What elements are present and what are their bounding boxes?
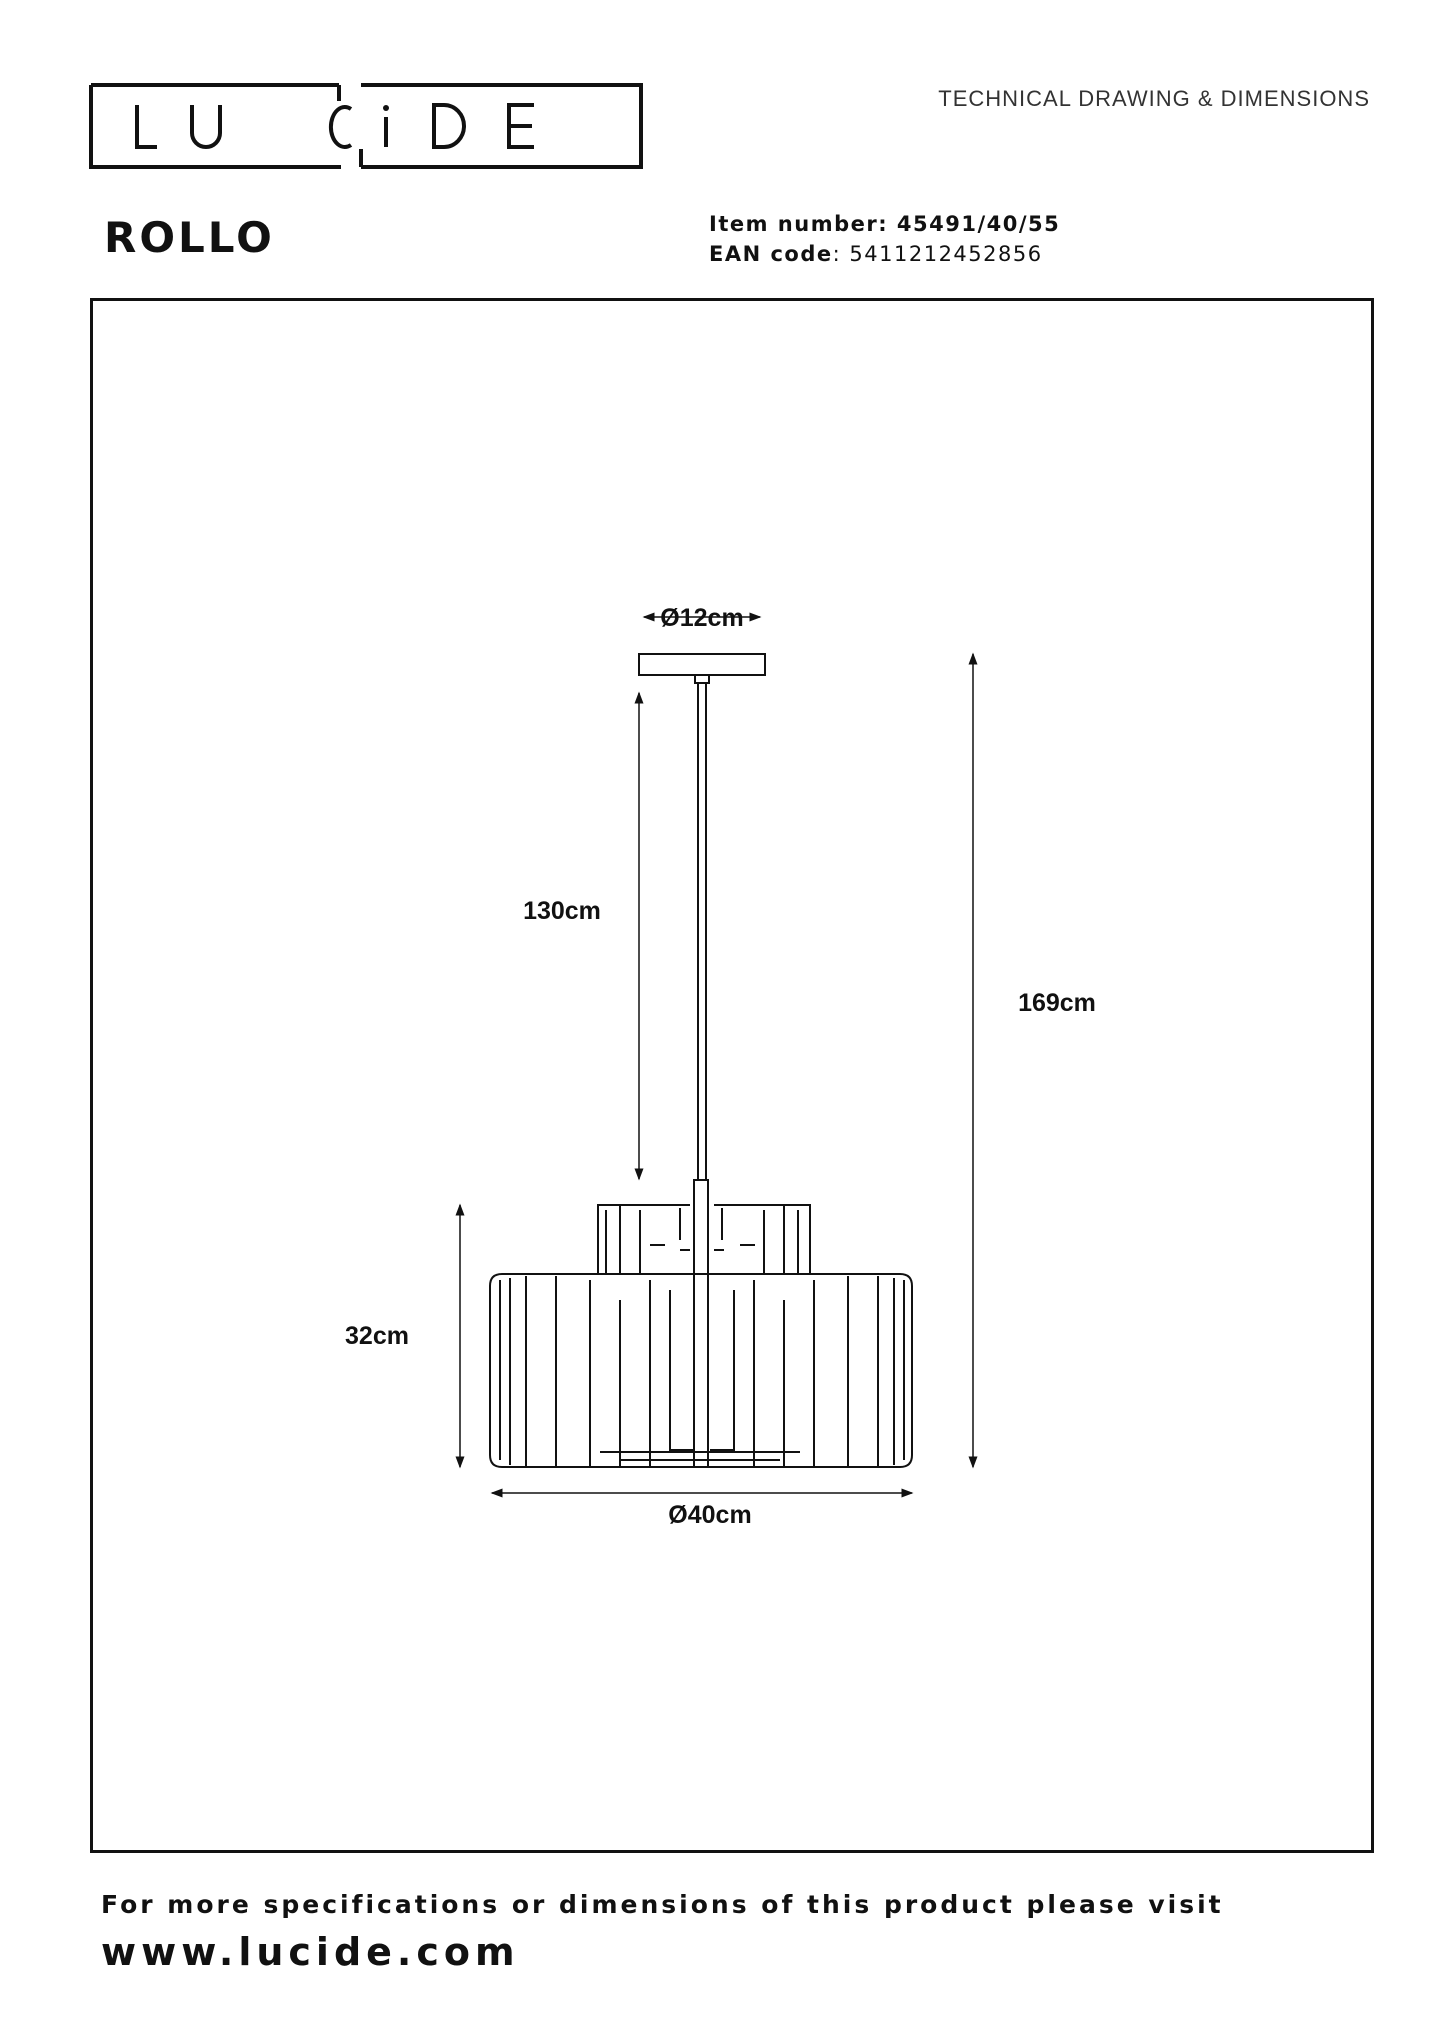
stem — [697, 683, 707, 1180]
item-number-label: Item number: — [709, 212, 889, 236]
item-number-line: Item number: 45491/40/55 — [709, 212, 1060, 236]
lower-shade — [489, 1273, 913, 1468]
drawing-frame — [90, 298, 1374, 1853]
document-type-title: TECHNICAL DRAWING & DIMENSIONS — [938, 86, 1370, 111]
ean-value: 5411212452856 — [849, 242, 1043, 266]
footer-url-link[interactable]: www.lucide.com — [101, 1930, 520, 1974]
lucide-logo — [89, 83, 643, 169]
item-number-value: 45491/40/55 — [896, 212, 1061, 236]
shade-height-label: 32cm — [345, 1322, 409, 1350]
total-height-label: 169cm — [1018, 989, 1096, 1017]
shade-diameter-label: Ø40cm — [668, 1501, 751, 1529]
ean-line: EAN code: 5411212452856 — [709, 242, 1043, 266]
product-name: ROLLO — [104, 213, 275, 262]
cable-length-label: 130cm — [523, 897, 601, 925]
upper-shade — [597, 1204, 811, 1274]
canopy-diameter-label: Ø12cm — [660, 604, 743, 632]
canopy — [638, 653, 766, 676]
footer-note: For more specifications or dimensions of… — [101, 1890, 1224, 1919]
ean-label: EAN code — [709, 242, 833, 266]
